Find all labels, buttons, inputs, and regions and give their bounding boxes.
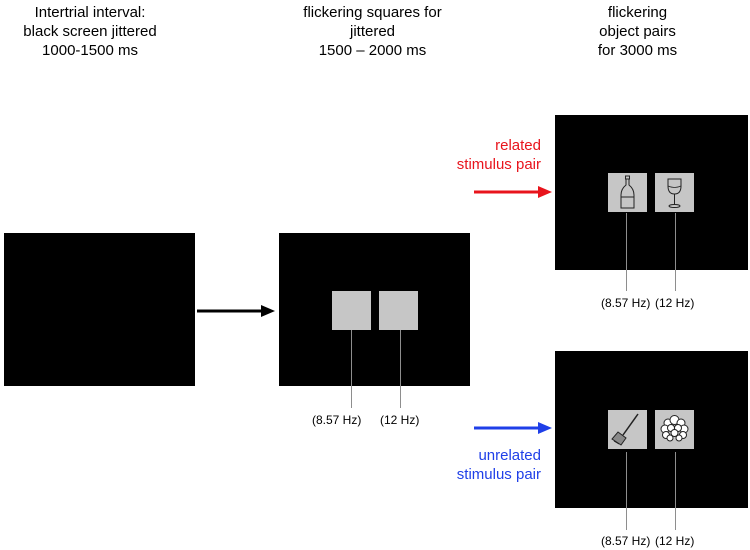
phase-title-line: Intertrial interval: [34,4,146,21]
phase-title-line: jittered [349,23,396,40]
related-leader-right [675,213,676,291]
related-leader-left [626,213,627,291]
unrelated-frequency-left: (8.57 Hz) [601,534,651,548]
curly-wig-icon [660,415,689,442]
intertrial-black-screen [4,233,195,386]
related-object-left-square [608,173,647,212]
unrelated-frequency-right: (12 Hz) [655,534,695,548]
flicker-squares-screen [279,233,470,386]
frequency-label-right: (12 Hz) [380,413,420,427]
phase-title-line: black screen jittered [23,23,157,40]
related-object-right-square [655,173,694,212]
unrelated-object-right-square [655,410,694,449]
phase-title-line: for 3000 ms [597,42,678,59]
unrelated-pair-screen [555,351,748,508]
related-pair-screen [555,115,748,270]
bottle-icon [620,175,635,209]
frequency-label-left: (8.57 Hz) [312,413,362,427]
unrelated-leader-right [675,452,676,530]
phase-title-object-pairs: flickering object pairs for 3000 ms [570,3,705,60]
phase-title-line: 1000-1500 ms [42,42,138,59]
unrelated-label-line: unrelated [478,447,541,464]
broom-icon [611,413,639,446]
phase-title-line: object pairs [599,23,676,40]
phase-title-line: 1500 – 2000 ms [318,42,427,59]
unrelated-arrow-head [538,422,552,434]
phase-title-line: flickering [607,4,668,21]
related-pair-label: related stimulus pair [420,136,541,174]
frequency-leader-left [351,330,352,408]
unrelated-pair-label: unrelated stimulus pair [420,446,541,484]
wine-glass-icon [667,178,682,208]
transition-arrow [197,305,275,317]
frequency-leader-right [400,330,401,408]
left-flicker-square [332,291,371,330]
related-arrow-head [538,186,552,198]
unrelated-object-left-square [608,410,647,449]
unrelated-leader-left [626,452,627,530]
phase-title-intertrial: Intertrial interval: black screen jitter… [0,3,180,60]
right-flicker-square [379,291,418,330]
related-frequency-left: (8.57 Hz) [601,296,651,310]
related-label-line: related [495,137,541,154]
unrelated-label-line: stimulus pair [456,466,541,483]
related-label-line: stimulus pair [456,156,541,173]
related-arrow [474,186,552,198]
unrelated-arrow [474,422,552,434]
related-frequency-right: (12 Hz) [655,296,695,310]
phase-title-line: flickering squares for [303,4,442,21]
phase-title-flickering-squares: flickering squares for jittered 1500 – 2… [275,3,470,60]
